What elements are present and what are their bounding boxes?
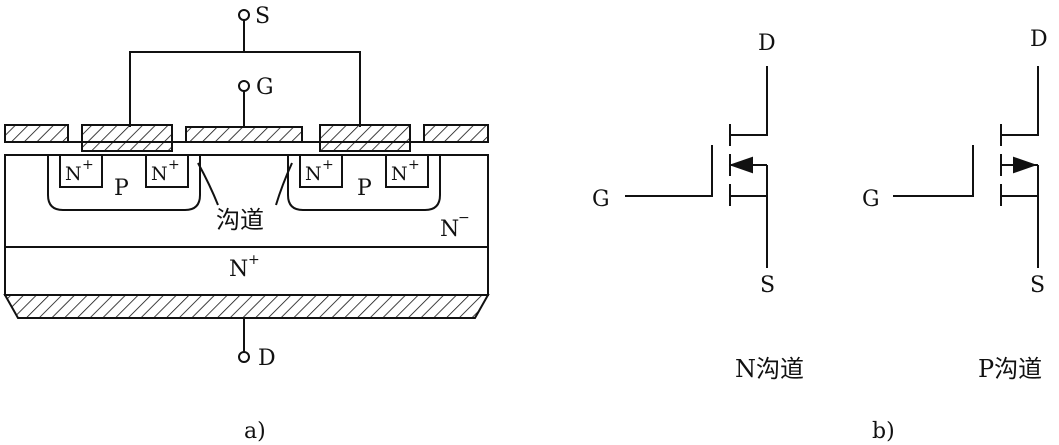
n-plus-label-2: N	[151, 163, 168, 185]
caption-b: b)	[872, 419, 895, 444]
gate-label: G	[256, 75, 274, 100]
p-well-right	[287, 155, 441, 211]
n-plus-substrate-label: N	[229, 257, 248, 282]
p-arrow-icon	[1013, 156, 1038, 174]
plus-sign-4: +	[408, 157, 420, 173]
p-drain-label: D	[1030, 27, 1048, 52]
n-drain-lead	[730, 66, 768, 136]
source-terminal	[238, 9, 250, 21]
metal-pad-left-edge	[4, 124, 69, 143]
n-plus-source-3	[299, 154, 343, 188]
n-source-lead	[730, 195, 768, 268]
p-source-lead	[1001, 195, 1039, 268]
n-plus-source-1	[59, 154, 103, 188]
p-gate-lead	[893, 145, 974, 197]
channel-label: 沟道	[216, 206, 264, 234]
p-well-left-label: P	[114, 176, 129, 201]
source-bus	[129, 51, 361, 127]
p-well-right-label: P	[357, 176, 372, 201]
channel-pointer-right	[275, 162, 293, 206]
n-minus-label: N	[440, 217, 459, 242]
gate-metal	[185, 126, 303, 143]
n-gate-lead	[625, 145, 713, 197]
source-label: S	[255, 4, 270, 29]
mosfet-cross-section	[3, 9, 490, 363]
p-gate-label: G	[862, 187, 880, 212]
gate-terminal	[238, 80, 250, 92]
drain-label: D	[258, 346, 276, 371]
p-channel-symbol	[893, 66, 1039, 268]
plus-sign-1: +	[82, 157, 94, 173]
channel-pointer-left	[197, 162, 219, 206]
p-channel-labels: D G S P沟道 b)	[862, 27, 1048, 444]
n-channel-symbol	[625, 66, 768, 268]
minus-sign: −	[458, 210, 470, 226]
n-plus-source-2	[145, 154, 189, 188]
n-source-label: S	[760, 273, 775, 298]
plus-sign-3: +	[322, 157, 334, 173]
p-source-label: S	[1030, 273, 1045, 298]
n-plus-label-3: N	[305, 163, 322, 185]
n-channel-caption: N沟道	[735, 355, 804, 383]
drain-terminal	[238, 351, 250, 363]
substrate-plus-sign: +	[248, 252, 260, 268]
n-plus-source-4	[385, 154, 429, 188]
n-drain-label: D	[758, 31, 776, 56]
p-drain-lead	[1001, 66, 1039, 136]
plus-sign-2: +	[168, 157, 180, 173]
source-metal-left	[81, 124, 173, 152]
n-plus-label-4: N	[391, 163, 408, 185]
p-channel-caption: P沟道	[978, 355, 1042, 383]
n-gate-label: G	[592, 187, 610, 212]
n-arrow-icon	[728, 156, 753, 174]
caption-a: a)	[244, 419, 266, 444]
n-plus-label-1: N	[65, 163, 82, 185]
cross-section-labels: S G N + N + N + N + P P 沟道 N − N + D a)	[65, 4, 470, 444]
metal-pad-right-edge	[423, 124, 489, 143]
n-channel-labels: D G S N沟道	[592, 31, 804, 383]
source-metal-right	[319, 124, 411, 152]
drain-metal	[3, 294, 490, 319]
p-well-left	[47, 155, 201, 211]
